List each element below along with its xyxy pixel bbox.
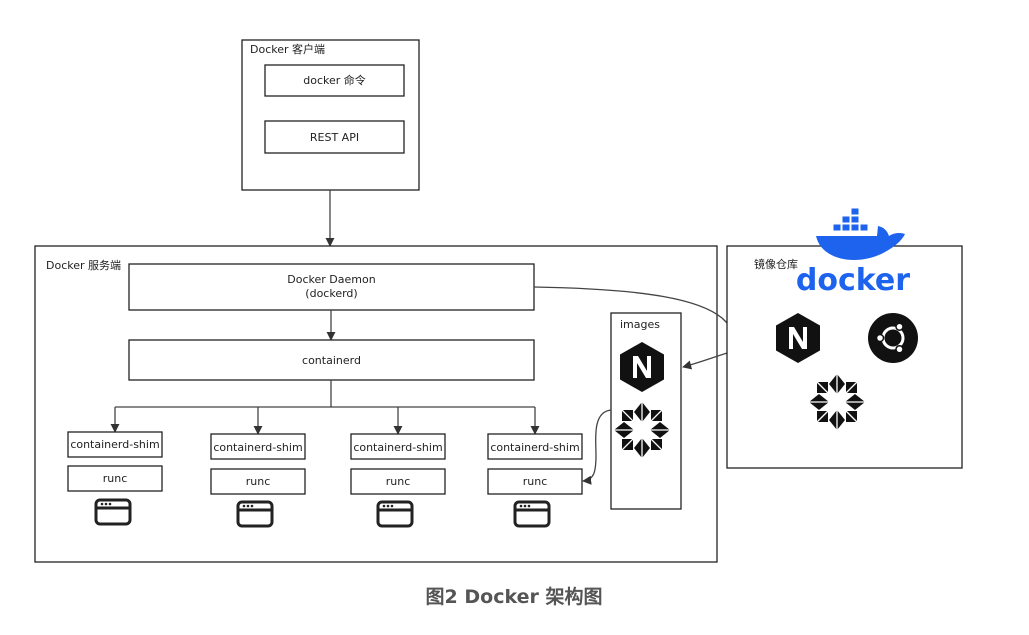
image-to-runc-arrow (582, 409, 612, 485)
container-window-icon (513, 500, 551, 528)
shim-label: containerd-shim (353, 441, 442, 454)
shim-label: containerd-shim (70, 438, 159, 451)
containerd-label: containerd (302, 354, 361, 367)
shim-group-4: containerd-shim runc (487, 433, 583, 528)
ubuntu-icon (868, 313, 918, 363)
images-title: images (620, 318, 660, 331)
daemon-label: Docker Daemon (287, 273, 375, 286)
shim-label: containerd-shim (213, 441, 302, 454)
container-window-icon (376, 500, 414, 528)
containerd-box: containerd (128, 339, 535, 381)
runc-label: runc (246, 475, 271, 488)
runc-label: runc (103, 472, 128, 485)
shim-group-3: containerd-shim runc (350, 433, 446, 528)
runc-label: runc (523, 475, 548, 488)
images-panel: images (610, 312, 682, 510)
rest-api-box: REST API (264, 120, 405, 154)
server-title: Docker 服务端 (46, 259, 121, 272)
docker-client-panel: Docker 客户端 (241, 39, 420, 191)
docker-whale-icon (816, 207, 905, 260)
container-window-icon (236, 500, 274, 528)
client-title: Docker 客户端 (250, 42, 325, 56)
figure-caption: 图2 Docker 架构图 (426, 585, 603, 608)
shim-group-1: containerd-shim runc (67, 431, 163, 526)
centos-icon (808, 373, 866, 431)
registry-panel: 镜像仓库 (726, 245, 963, 469)
docker-command-box: docker 命令 (264, 64, 405, 97)
container-window-icon (94, 498, 132, 526)
rest-api-label: REST API (310, 131, 359, 144)
shim-group-2: containerd-shim runc (210, 433, 306, 528)
daemon-sublabel: (dockerd) (305, 287, 357, 300)
centos-icon (613, 401, 671, 459)
registry-title: 镜像仓库 (754, 257, 798, 271)
containerd-fanout (110, 380, 540, 435)
runc-label: runc (386, 475, 411, 488)
docker-wordmark: docker (796, 263, 910, 298)
shim-label: containerd-shim (490, 441, 579, 454)
docker-daemon-box: Docker Daemon (dockerd) (128, 263, 535, 311)
docker-command-label: docker 命令 (303, 73, 366, 87)
